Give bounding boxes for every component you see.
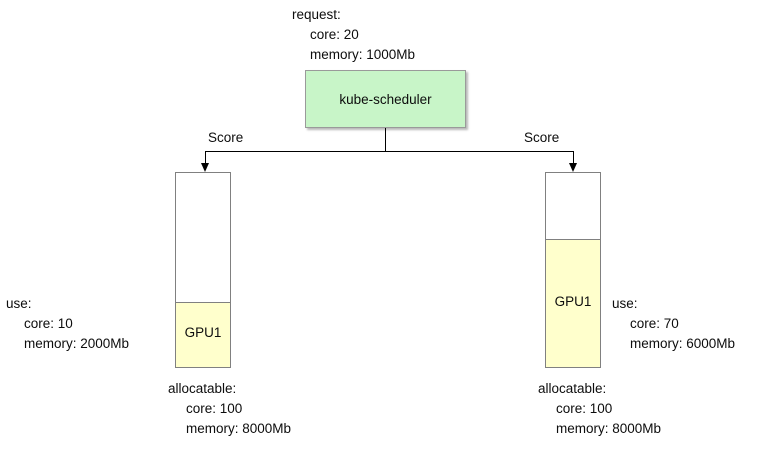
left-score-label: Score (208, 130, 244, 145)
request-memory: memory: 1000Mb (310, 47, 416, 62)
node-left-use-memory: memory: 2000Mb (24, 336, 130, 351)
node-right-use-title: use: (612, 296, 638, 311)
right-edge-connector (573, 151, 574, 165)
node-right-allocatable-core: core: 100 (556, 401, 613, 416)
request-core: core: 20 (310, 27, 359, 42)
node-left-bar-label: GPU1 (184, 325, 222, 340)
left-arrow-icon (201, 163, 209, 172)
node-right-used-region: GPU1 (546, 239, 600, 367)
scheduler-stem-connector (385, 128, 386, 152)
node-left-used-region: GPU1 (176, 302, 230, 367)
node-right-use-core: core: 70 (630, 316, 679, 331)
right-score-label: Score (524, 130, 560, 145)
node-right-use-memory: memory: 6000Mb (630, 336, 736, 351)
node-right-allocatable-memory: memory: 8000Mb (556, 421, 662, 436)
node-bar-right[interactable]: GPU1 (545, 172, 601, 368)
node-left-use-core: core: 10 (24, 316, 73, 331)
node-left-allocatable-title: allocatable: (168, 381, 237, 396)
node-left-use-title: use: (6, 296, 32, 311)
node-left-allocatable-annotation: allocatable: core: 100 memory: 8000Mb (168, 379, 291, 439)
request-annotation: request: core: 20 memory: 1000Mb (292, 5, 415, 65)
node-bar-left[interactable]: GPU1 (175, 172, 231, 368)
left-edge-connector (205, 151, 206, 165)
node-left-allocatable-core: core: 100 (186, 401, 243, 416)
node-right-use-annotation: use: core: 70 memory: 6000Mb (612, 294, 735, 354)
node-left-use-annotation: use: core: 10 memory: 2000Mb (6, 294, 129, 354)
node-right-bar-label: GPU1 (554, 294, 592, 309)
node-left-allocatable-memory: memory: 8000Mb (186, 421, 292, 436)
kube-scheduler-label: kube-scheduler (339, 91, 432, 107)
kube-scheduler-node[interactable]: kube-scheduler (305, 70, 466, 128)
request-title: request: (292, 7, 341, 22)
scheduler-horizontal-connector (205, 151, 574, 152)
node-right-allocatable-title: allocatable: (538, 381, 607, 396)
right-arrow-icon (569, 163, 577, 172)
node-right-allocatable-annotation: allocatable: core: 100 memory: 8000Mb (538, 379, 661, 439)
